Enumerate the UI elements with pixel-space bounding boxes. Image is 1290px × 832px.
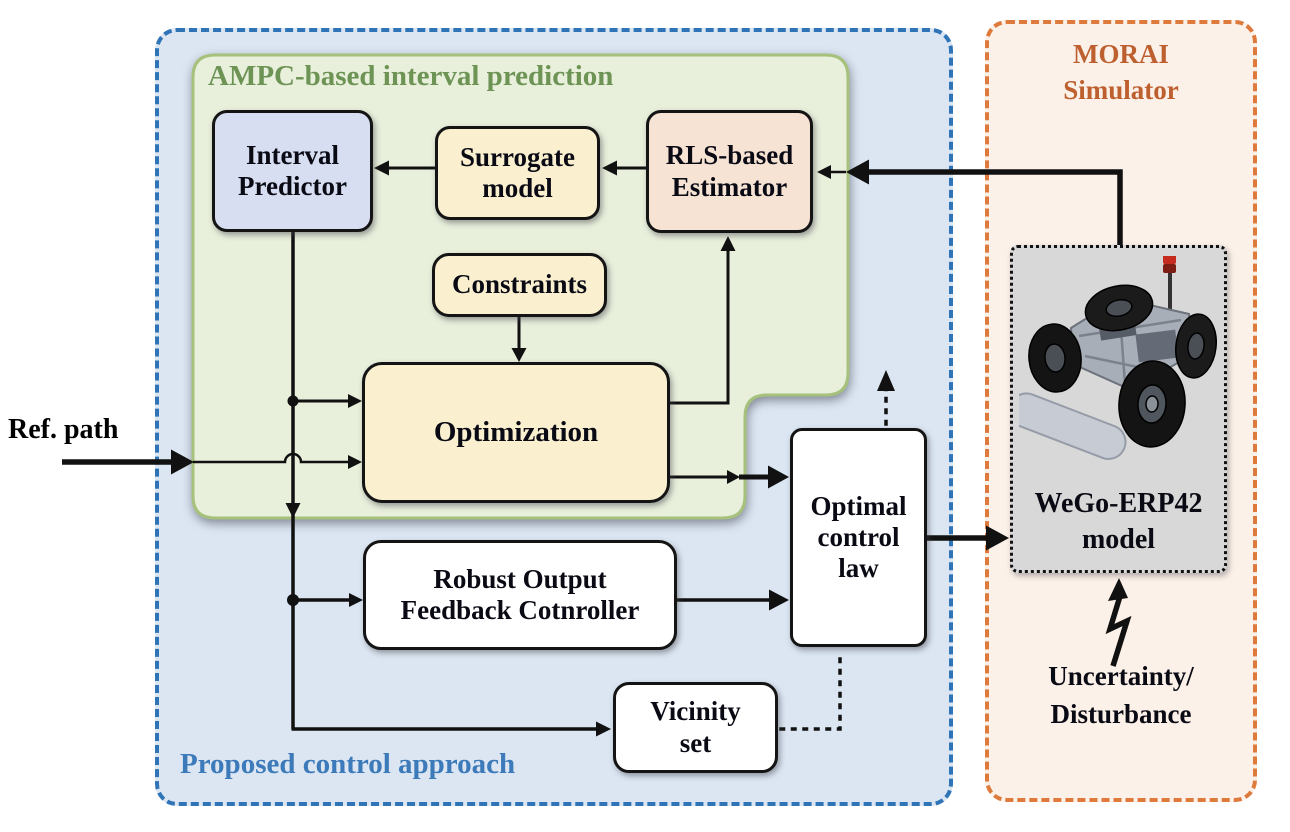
wego-erp42-model-block: WeGo-ERP42 model [1010, 245, 1227, 573]
bumper [1019, 392, 1127, 460]
signal-tower-icon [1163, 256, 1176, 312]
ampc-region-title: AMPC-based interval prediction [208, 60, 614, 92]
optimal-control-law-block: Optimal control law [790, 428, 927, 647]
surrogate-model-block: Surrogate model [435, 126, 600, 220]
rls-estimator-block: RLS-based Estimator [646, 110, 813, 233]
vehicle-illustration [1019, 256, 1217, 460]
robust-output-feedback-controller-block: Robust Output Feedback Cotnroller [363, 540, 677, 650]
interval-predictor-block: Interval Predictor [212, 110, 373, 232]
optimization-block: Optimization [362, 362, 670, 503]
wego-model-label: WeGo-ERP42 model [1034, 488, 1203, 556]
solid-connectors [62, 166, 1123, 731]
constraints-block: Constraints [432, 253, 607, 317]
dotted-connectors [779, 386, 888, 731]
uncertainty-disturbance-label: Uncertainty/ Disturbance [1048, 661, 1194, 729]
lightning-bolt-icon [1105, 578, 1132, 667]
morai-region-title: MORAI Simulator [1063, 39, 1179, 106]
arrowheads [171, 159, 1009, 737]
vicinity-set-block: Vicinity set [613, 682, 778, 773]
ref-path-label: Ref. path [8, 414, 119, 445]
wheels [1028, 284, 1217, 448]
proposed-region-title: Proposed control approach [180, 748, 516, 780]
